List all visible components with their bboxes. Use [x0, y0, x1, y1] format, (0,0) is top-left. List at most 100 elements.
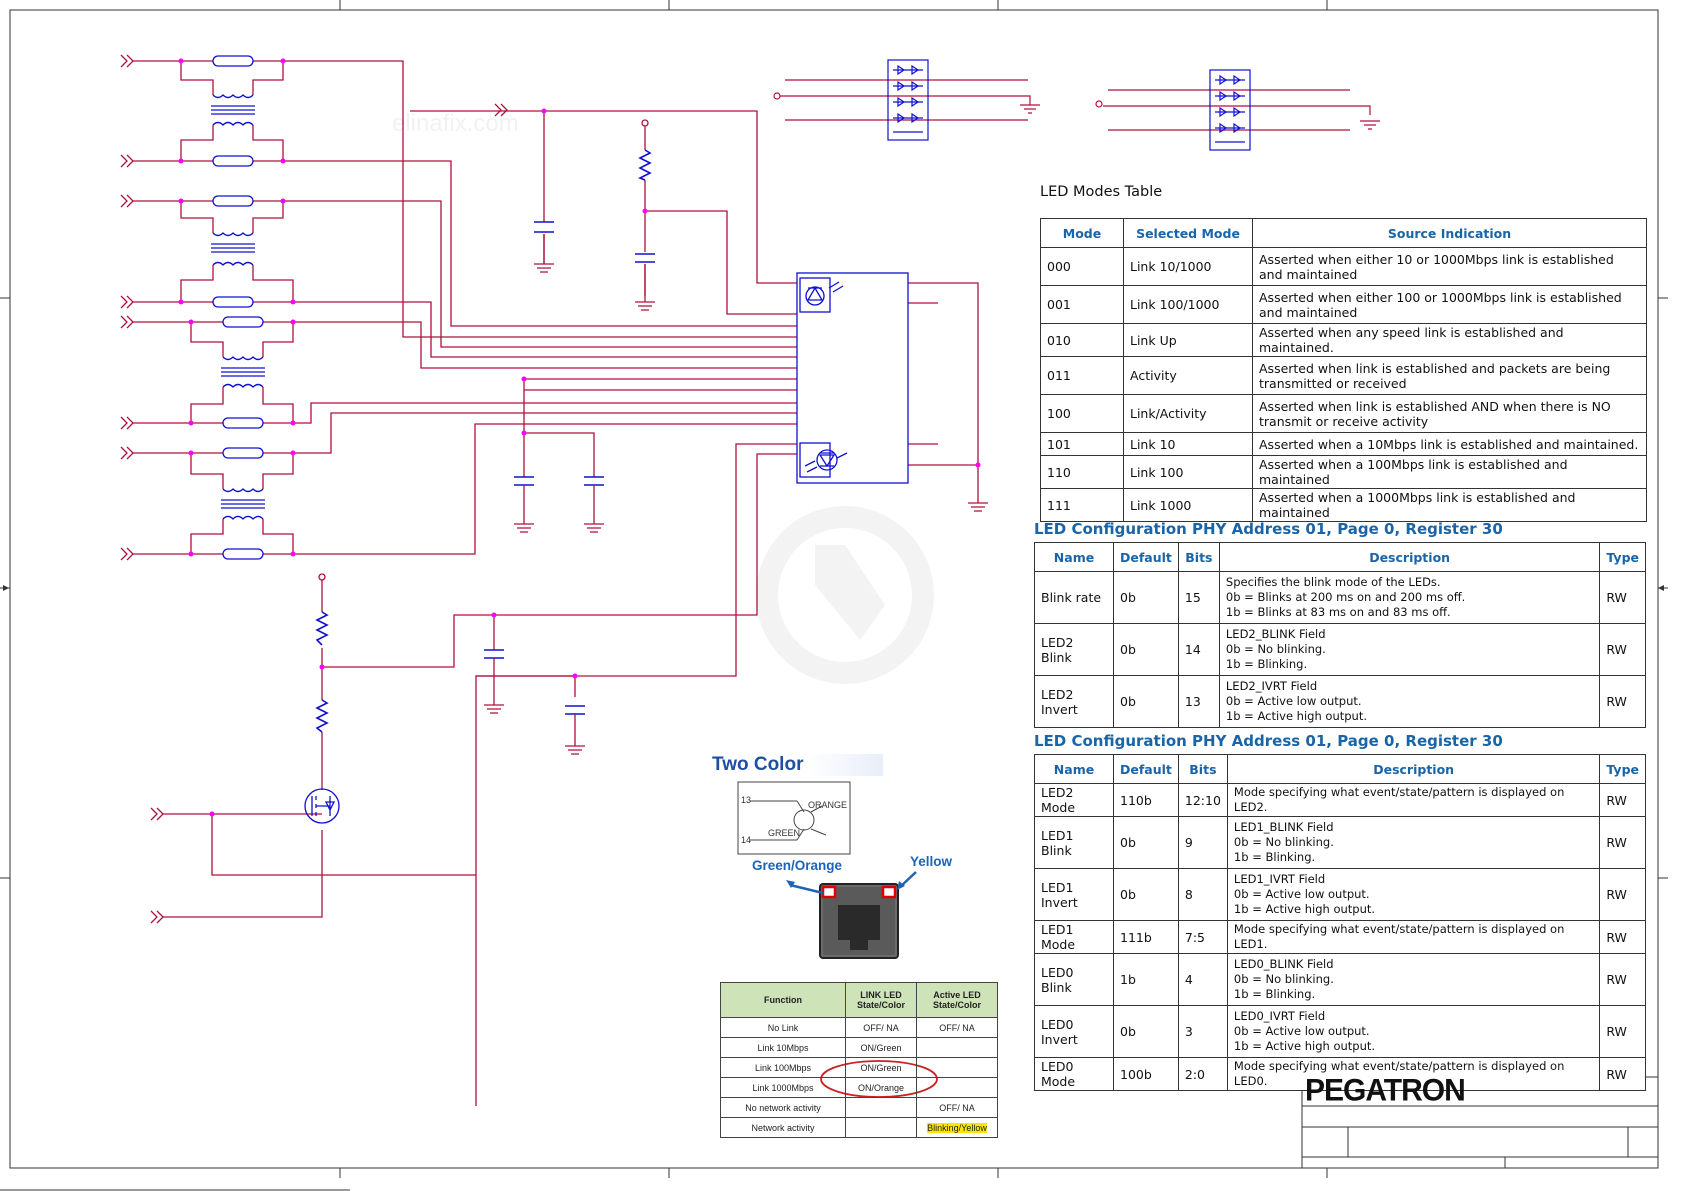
config2-cell: LED0 Blink [1034, 953, 1114, 1006]
func-cell [845, 1117, 917, 1138]
config1-table: Name Default Bits Description Type Blink… [1034, 542, 1646, 728]
watermark-wrench-icon [815, 545, 885, 640]
config1-cell: LED2 Invert [1034, 675, 1114, 728]
led-modes-header: Mode [1040, 218, 1124, 248]
watermark-gear-icon [756, 506, 934, 684]
led-modes-caption: LED Modes Table [1040, 184, 1163, 200]
config2-cell: Mode specifying what event/state/pattern… [1226, 920, 1601, 954]
func-cell: OFF/ NA [845, 1017, 917, 1038]
config2-cell: 1b [1113, 953, 1179, 1006]
config2-cell: 111b [1113, 920, 1179, 954]
func-cell [845, 1097, 917, 1118]
config1-header: Name [1034, 542, 1114, 572]
func-cell [916, 1057, 998, 1078]
config2-cell: RW [1599, 868, 1646, 921]
pin-14-label: 14 [741, 835, 752, 845]
config2-cell: 0b [1113, 1005, 1179, 1058]
config2-cell: 4 [1177, 953, 1228, 1006]
config2-cell: 7:5 [1177, 920, 1228, 954]
led-modes-cell: Asserted when a 1000Mbps link is establi… [1252, 488, 1647, 522]
config1-header: Type [1599, 542, 1646, 572]
config1-cell: RW [1599, 623, 1646, 676]
config2-cell: 0b [1113, 868, 1179, 921]
config2-cell: LED1_BLINK Field 0b = No blinking. 1b = … [1226, 816, 1601, 869]
config1-cell: Blink rate [1034, 571, 1114, 624]
config2-cell: RW [1599, 953, 1646, 1006]
func-cell: OFF/ NA [916, 1017, 998, 1038]
func-header: LINK LED State/Color [845, 982, 917, 1018]
config1-cell: LED2_IVRT Field 0b = Active low output. … [1218, 675, 1601, 728]
config1-header: Description [1218, 542, 1601, 572]
config2-cell: RW [1599, 783, 1646, 817]
config2-cell: 0b [1113, 816, 1179, 869]
two-color-led-diagram [737, 781, 851, 855]
led-modes-cell: Asserted when a 10Mbps link is establish… [1252, 432, 1647, 456]
led-modes-cell: 001 [1040, 285, 1124, 324]
led-modes-cell: Link 1000 [1123, 488, 1253, 522]
rj45-jack-icon [786, 871, 917, 959]
config1-caption: LED Configuration PHY Address 01, Page 0… [1034, 520, 1503, 538]
config2-cell: RW [1599, 1005, 1646, 1058]
led-modes-cell: Link 100 [1123, 455, 1253, 489]
config2-cell: LED2 Mode [1034, 783, 1114, 817]
config2-cell: 110b [1113, 783, 1179, 817]
blinking-yellow-highlight: Blinking/Yellow [927, 1122, 987, 1133]
config2-cell: 12:10 [1177, 783, 1228, 817]
config2-cell: LED1 Blink [1034, 816, 1114, 869]
led-modes-cell: Link/Activity [1123, 394, 1253, 433]
pegatron-logo: PEGATRON [1305, 1073, 1466, 1108]
config2-cell: LED0_BLINK Field 0b = No blinking. 1b = … [1226, 953, 1601, 1006]
yellow-label: Yellow [910, 854, 953, 869]
esd-protection-arrays [773, 59, 1380, 151]
config2-cell: LED0 Invert [1034, 1005, 1114, 1058]
func-cell: Link 10Mbps [720, 1037, 846, 1058]
watermark-text: elinafix.com [392, 110, 519, 137]
func-cell: Link 100Mbps [720, 1057, 846, 1078]
led-modes-table: Mode Selected Mode Source Indication 000… [1040, 218, 1647, 522]
led-modes-cell: Asserted when link is established AND wh… [1252, 394, 1647, 433]
func-cell: ON/Green [845, 1057, 917, 1078]
led-modes-cell: 010 [1040, 323, 1124, 357]
config2-cell: RW [1599, 1057, 1646, 1091]
led-modes-cell: 011 [1040, 356, 1124, 395]
pin-13-label: 13 [741, 795, 752, 805]
config1-cell: 0b [1113, 675, 1179, 728]
led-function-table: Function LINK LED State/Color Active LED… [720, 982, 998, 1138]
led-modes-cell: 100 [1040, 394, 1124, 433]
func-cell: No Link [720, 1017, 846, 1038]
led-modes-cell: Asserted when either 10 or 1000Mbps link… [1252, 247, 1647, 286]
config2-header: Name [1034, 754, 1114, 784]
config1-cell: RW [1599, 675, 1646, 728]
config2-cell: LED1 Invert [1034, 868, 1114, 921]
led-modes-cell: Link 10 [1123, 432, 1253, 456]
green-orange-label: Green/Orange [752, 858, 843, 873]
config2-cell: 2:0 [1177, 1057, 1228, 1091]
func-cell: ON/Green [845, 1037, 917, 1058]
led-modes-header: Source Indication [1252, 218, 1647, 248]
config2-table: Name Default Bits Description Type LED2 … [1034, 754, 1646, 1091]
config2-cell: LED0_IVRT Field 0b = Active low output. … [1226, 1005, 1601, 1058]
func-header: Active LED State/Color [916, 982, 998, 1018]
func-cell: OFF/ NA [916, 1097, 998, 1118]
config2-header: Bits [1177, 754, 1228, 784]
config2-caption: LED Configuration PHY Address 01, Page 0… [1034, 732, 1503, 750]
config2-cell: 9 [1177, 816, 1228, 869]
config1-cell: LED2_BLINK Field 0b = No blinking. 1b = … [1218, 623, 1601, 676]
config1-cell: 0b [1113, 571, 1179, 624]
led-modes-cell: Asserted when a 100Mbps link is establis… [1252, 455, 1647, 489]
led-modes-cell: 101 [1040, 432, 1124, 456]
led-modes-cell: Activity [1123, 356, 1253, 395]
config2-header: Type [1599, 754, 1646, 784]
config2-cell: Mode specifying what event/state/pattern… [1226, 783, 1601, 817]
config2-cell: LED1_IVRT Field 0b = Active low output. … [1226, 868, 1601, 921]
config2-header: Description [1226, 754, 1601, 784]
config1-header: Bits [1177, 542, 1220, 572]
config2-cell: RW [1599, 816, 1646, 869]
led-modes-cell: Link 10/1000 [1123, 247, 1253, 286]
led-modes-cell: 111 [1040, 488, 1124, 522]
led-modes-cell: 110 [1040, 455, 1124, 489]
func-cell: Link 1000Mbps [720, 1077, 846, 1098]
led-modes-cell: 000 [1040, 247, 1124, 286]
led-modes-cell: Link 100/1000 [1123, 285, 1253, 324]
